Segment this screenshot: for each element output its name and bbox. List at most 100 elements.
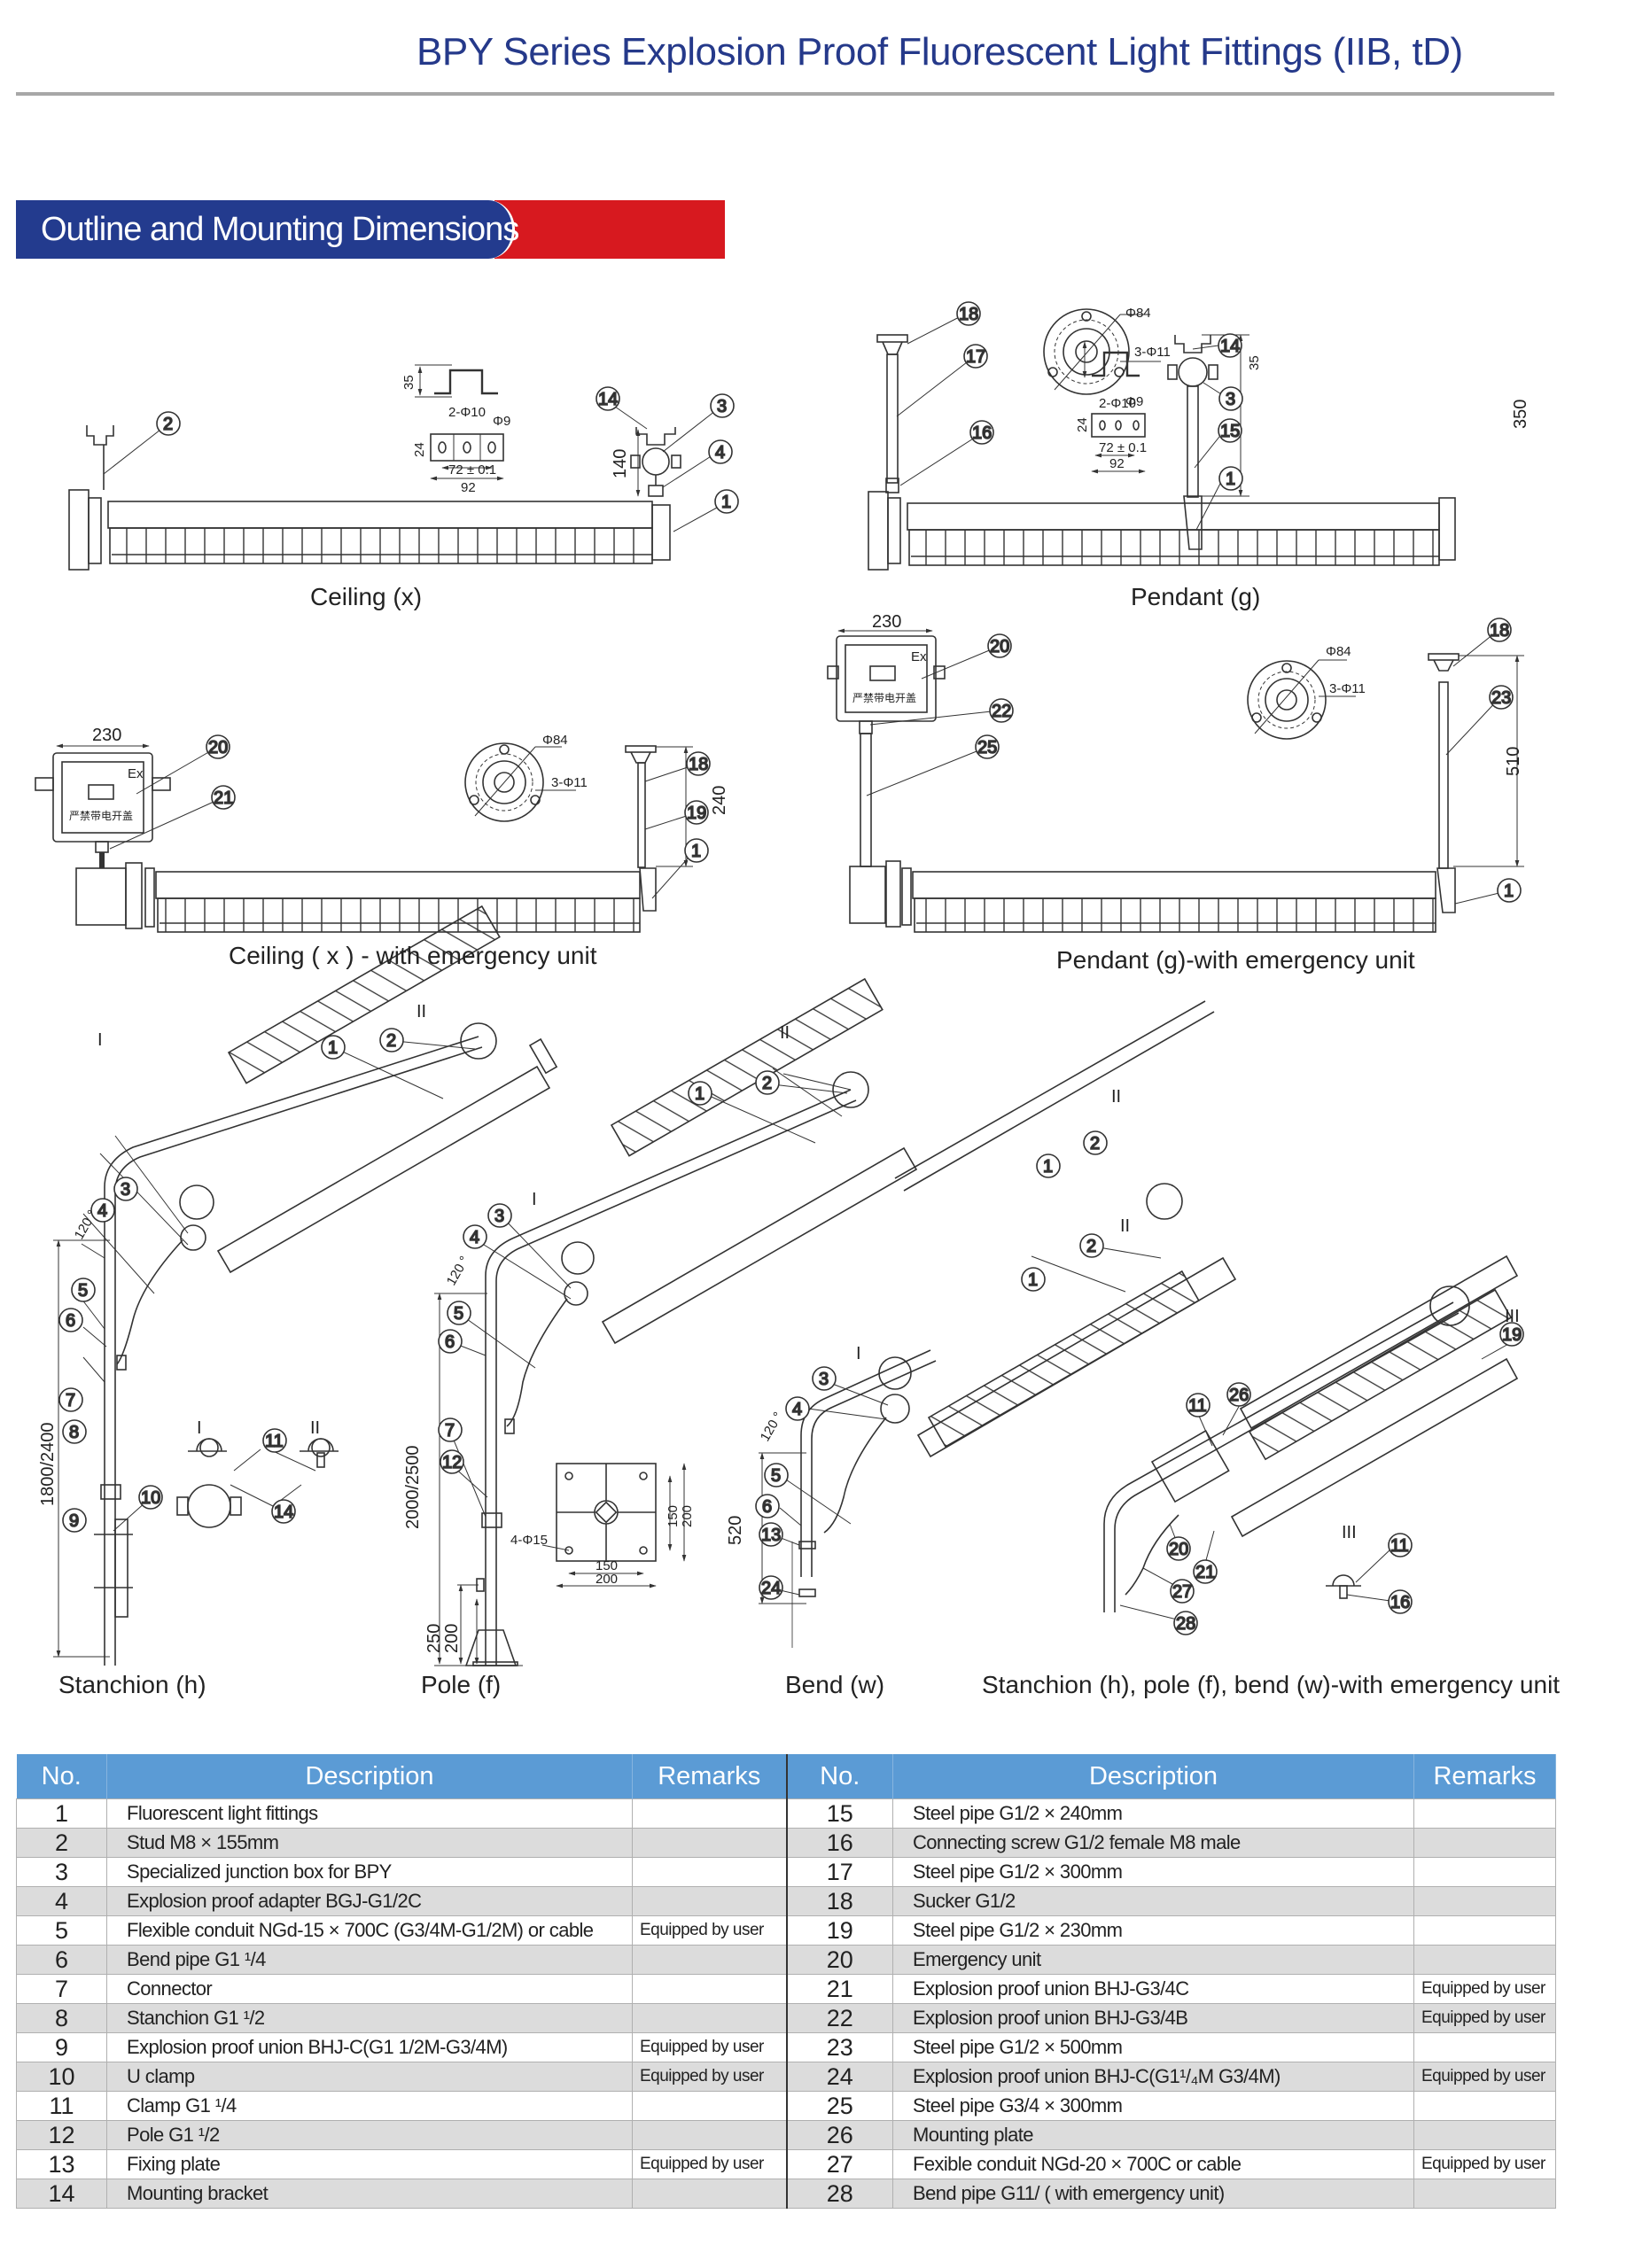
- drawing-ceiling: 2 14 3 4 1 35 2-Φ10 Φ9 24 72 ± 0.1 92 14…: [68, 364, 739, 571]
- callout: 14: [274, 1503, 293, 1522]
- cell-remarks: Equipped by user: [1413, 2003, 1556, 2033]
- dim-label: 2-Φ10: [1099, 396, 1136, 411]
- dim-label: 92: [1109, 456, 1125, 471]
- cell-remarks: [1413, 1798, 1556, 1829]
- section-banner: Outline and Mounting Dimensions: [16, 200, 725, 259]
- cell-description: Bend pipe G1 ¹/4: [106, 1945, 633, 1975]
- cell-no: 19: [785, 1915, 893, 1946]
- cell-remarks: Equipped by user: [1413, 1974, 1556, 2004]
- cell-remarks: Equipped by user: [632, 1915, 787, 1946]
- callout: 4: [97, 1201, 107, 1221]
- callout: 27: [1172, 1582, 1192, 1602]
- detail-label: II: [1120, 1216, 1130, 1236]
- guard-grille: [109, 527, 653, 564]
- dim-label: 3-Φ11: [551, 775, 588, 790]
- caption-stanchion: Stanchion (h): [58, 1671, 206, 1698]
- drawing-stanchion: 1 2 3 4 5 6 7 8 9 10 11 14 I II I II 120…: [38, 905, 558, 1666]
- callout: 9: [69, 1511, 79, 1531]
- cell-description: Explosion proof union BHJ-C(G1 1/2M-G3/4…: [106, 2032, 633, 2062]
- callouts-bend: 1 2 3 4 5 6 13 24: [755, 1130, 1108, 1600]
- callouts-stanchion: 1 2 3 4 5 6 7 8 9 10 11 14: [58, 1028, 404, 1533]
- cell-no: 25: [785, 2091, 893, 2121]
- dim-label: 24: [1075, 417, 1090, 432]
- cell-no: 18: [785, 1886, 893, 1916]
- callout: 11: [1390, 1536, 1409, 1556]
- callout: 8: [69, 1423, 79, 1442]
- callouts-pole: 1 2 3 4 5 6 7 12: [438, 1070, 780, 1474]
- dim-label: 150: [596, 1558, 618, 1573]
- dim-label: 200: [442, 1624, 462, 1653]
- cell-description: Steel pipe G3/4 × 300mm: [892, 2091, 1414, 2121]
- callout: 19: [687, 804, 706, 823]
- dim-label: 2000/2500: [403, 1445, 423, 1529]
- cell-no: 27: [785, 2149, 893, 2179]
- cell-description: Steel pipe G1/2 × 240mm: [892, 1798, 1414, 1829]
- caption-bend: Bend (w): [785, 1671, 885, 1698]
- cell-no: 28: [785, 2179, 893, 2209]
- callout: 1: [695, 1084, 705, 1104]
- cell-description: Stud M8 × 155mm: [106, 1828, 633, 1858]
- cell-description: Fixing plate: [106, 2149, 633, 2179]
- dim-label: 510: [1504, 747, 1523, 776]
- box-label-warning: 严禁带电开盖: [852, 692, 916, 704]
- section-title: Outline and Mounting Dimensions: [41, 211, 519, 248]
- dim-label: 520: [726, 1516, 745, 1545]
- dim-label: 230: [92, 726, 121, 745]
- cell-description: Explosion proof union BHJ-C(G1¹/₄M G3/4M…: [892, 2062, 1414, 2092]
- cell-remarks: [1413, 2120, 1556, 2150]
- drawing-pendant-emergency: 20 22 25 18 23 1 230 Ex 严禁带电开盖 Φ84 3-Φ11…: [827, 612, 1524, 933]
- drawing-pole: 1 2 3 4 5 6 7 12 I II 120 ° 2000/2500 25…: [403, 977, 918, 1666]
- parts-table: No. Description Remarks No. Description …: [16, 1754, 1556, 2209]
- callout: 21: [1195, 1563, 1215, 1582]
- dim-label: 1800/2400: [38, 1422, 58, 1506]
- cell-description: Connector: [106, 1974, 633, 2004]
- box-label-ex: Ex: [911, 649, 927, 664]
- dim-label: 140: [611, 449, 630, 478]
- cell-remarks: [632, 2120, 787, 2150]
- caption-pole: Pole (f): [421, 1671, 502, 1698]
- callout: 28: [1176, 1614, 1195, 1634]
- callout: 20: [990, 637, 1009, 656]
- callout: 3: [1226, 390, 1235, 409]
- header-remarks: Remarks: [632, 1754, 787, 1799]
- lamp-housing: [107, 501, 653, 529]
- detail-label: I: [197, 1418, 202, 1438]
- dim-label: 250: [424, 1624, 444, 1653]
- cell-no: 1: [16, 1798, 107, 1829]
- callout: 3: [121, 1180, 130, 1200]
- callout: 15: [1220, 422, 1240, 441]
- callout: 5: [454, 1304, 463, 1324]
- dim-label: 72 ± 0.1: [1099, 440, 1147, 455]
- page-title: BPY Series Explosion Proof Fluorescent L…: [416, 30, 1463, 74]
- callout: 3: [717, 397, 727, 416]
- caption-ceiling-emergency: Ceiling ( x ) - with emergency unit: [229, 942, 597, 969]
- callout: 10: [141, 1488, 160, 1508]
- cell-no: 17: [785, 1857, 893, 1887]
- dim-label: Φ9: [1125, 394, 1143, 409]
- callout: 5: [771, 1466, 781, 1486]
- callout: 4: [792, 1400, 802, 1419]
- dim-label: 35: [1247, 355, 1262, 370]
- end-cap: [68, 489, 90, 571]
- callout: 18: [1490, 621, 1509, 641]
- callout: 2: [1086, 1237, 1096, 1256]
- box-label-ex: Ex: [128, 766, 144, 781]
- drawing-pendant: 18 17 16 14 3 15 1 Φ84 3-Φ11 35 2-Φ10 Φ9…: [868, 301, 1530, 571]
- cell-remarks: Equipped by user: [1413, 2062, 1556, 2092]
- cell-no: 5: [16, 1915, 107, 1946]
- dim-label: Φ84: [1125, 306, 1151, 321]
- cell-no: 10: [16, 2062, 107, 2092]
- callout: 1: [1504, 882, 1514, 901]
- banner-red-band: [494, 200, 725, 259]
- callout: 1: [1028, 1270, 1038, 1290]
- caption-ceiling: Ceiling (x): [310, 583, 423, 610]
- cell-description: Steel pipe G1/2 × 500mm: [892, 2032, 1414, 2062]
- header-description: Description: [106, 1754, 633, 1799]
- cell-description: Bend pipe G11/ ( with emergency unit): [892, 2179, 1414, 2209]
- cell-no: 7: [16, 1974, 107, 2004]
- header-description: Description: [892, 1754, 1414, 1799]
- callout: 6: [445, 1332, 455, 1352]
